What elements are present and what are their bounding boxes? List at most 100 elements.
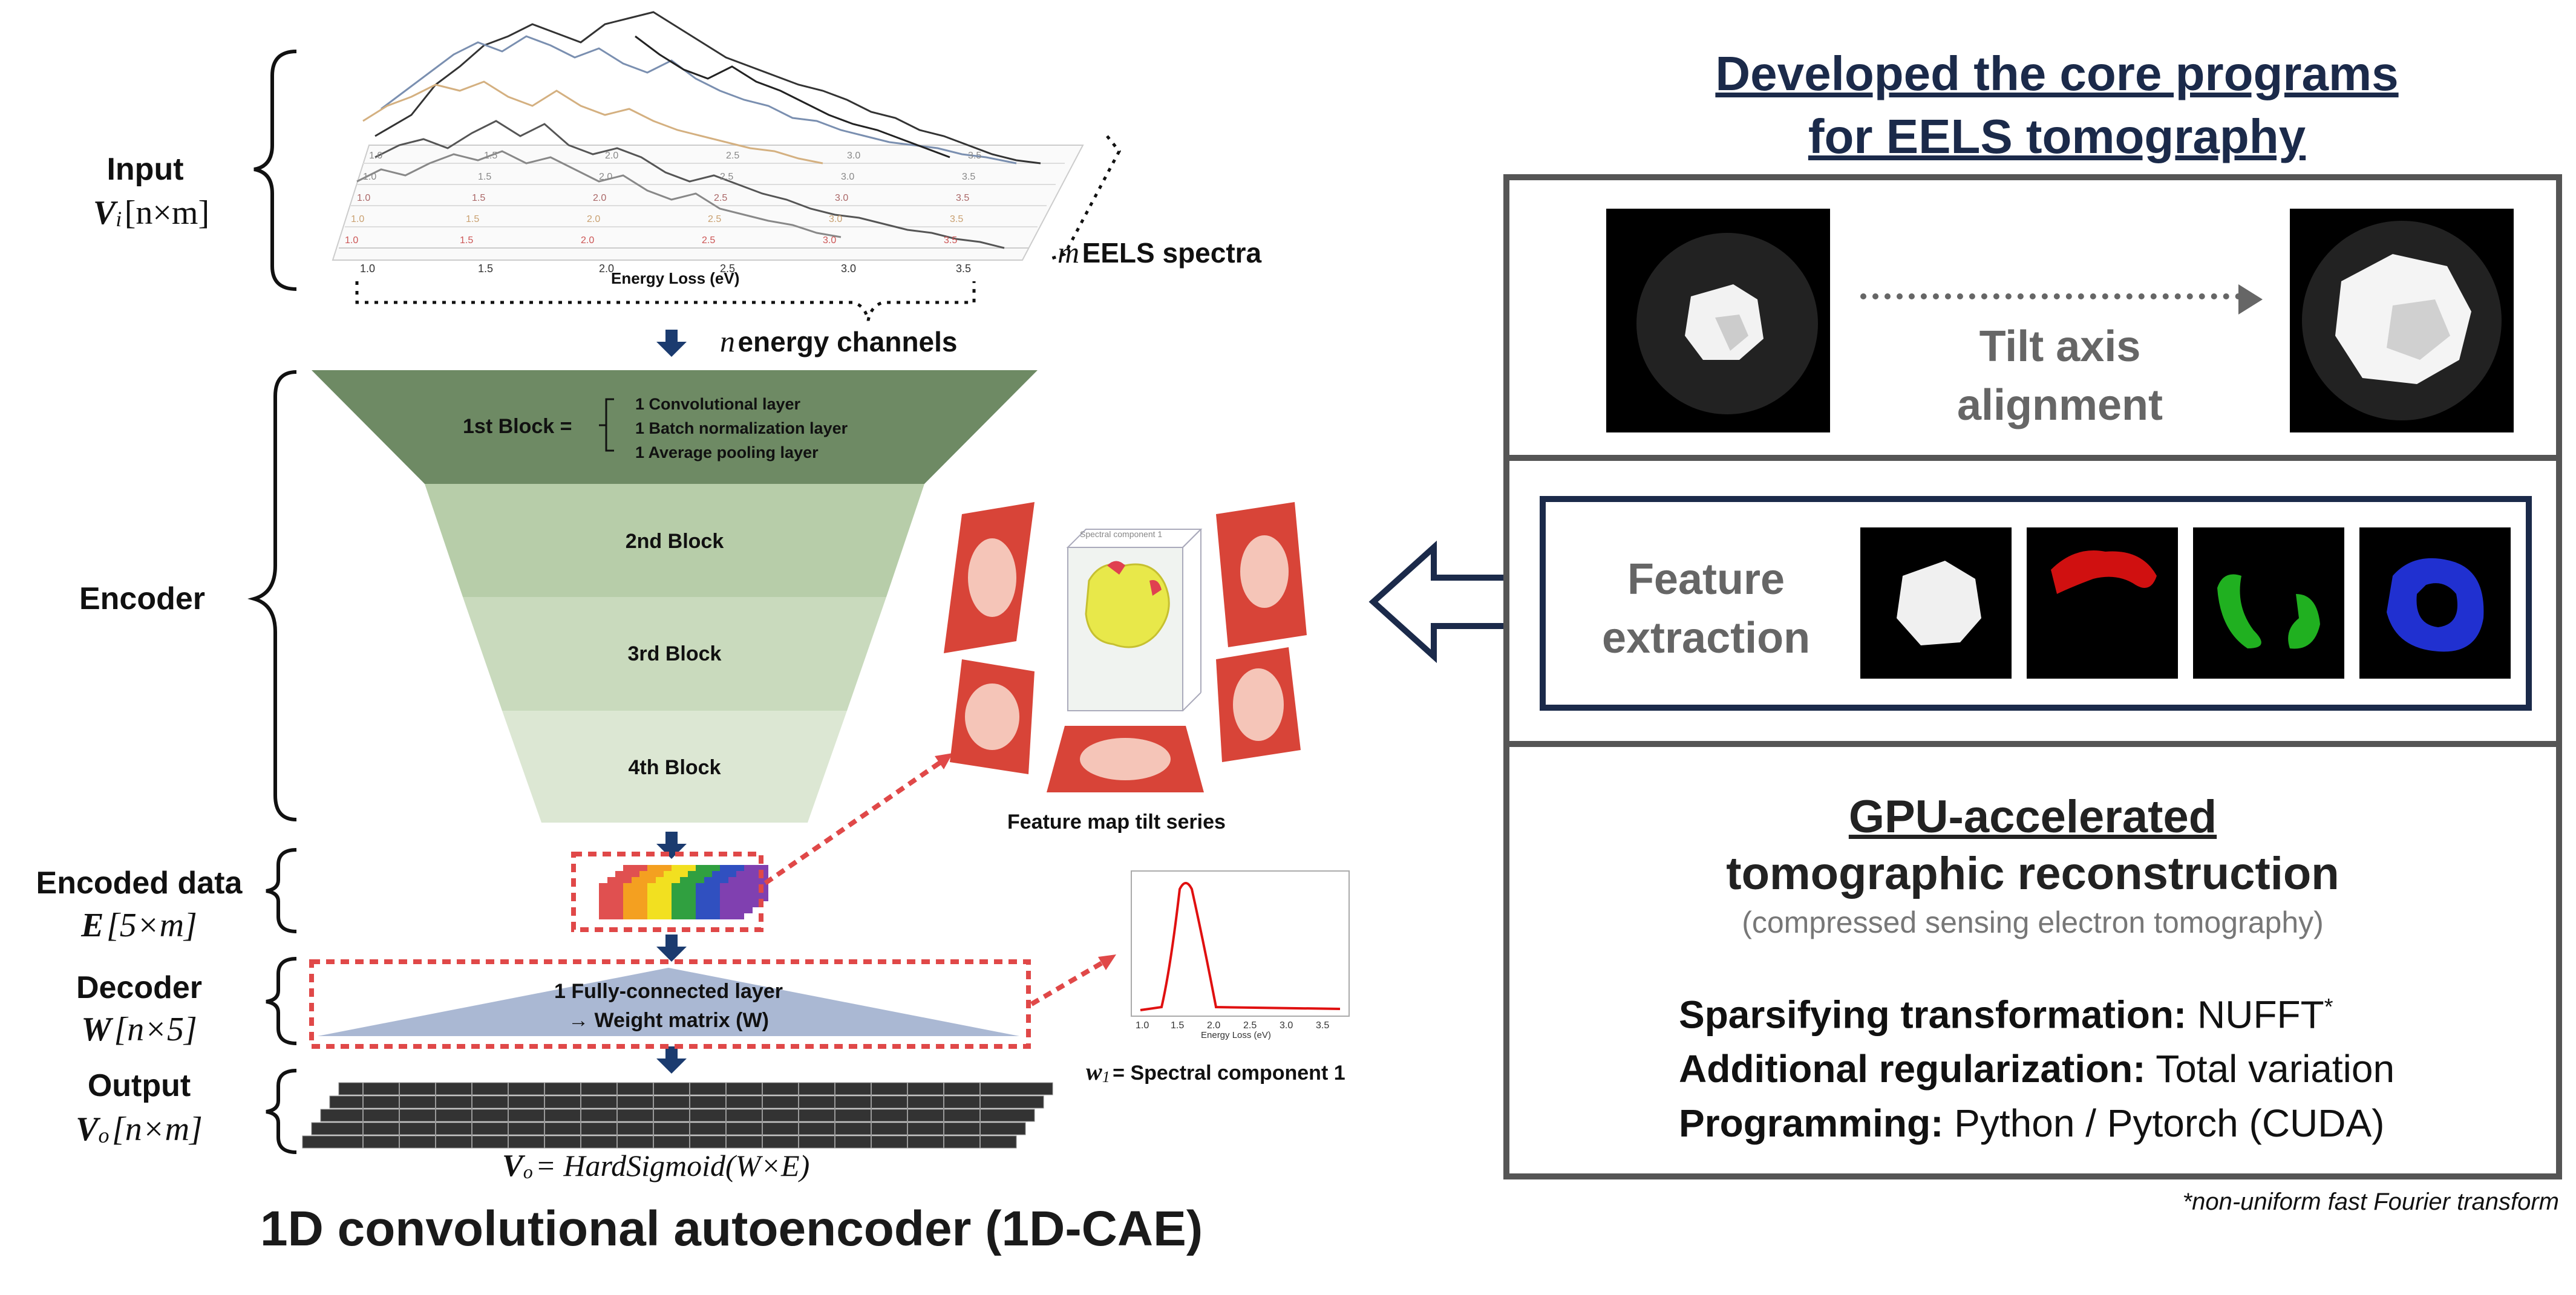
decoder-box-line2: → Weight matrix (W) (568, 1009, 769, 1032)
gpu-title: GPU-accelerated (1848, 791, 2217, 843)
svg-text:1.5: 1.5 (484, 151, 497, 161)
m-spectra-label: m EELS spectra (1058, 235, 1261, 270)
m-var: m (1058, 235, 1080, 269)
spec-key: Programming: (1679, 1101, 1944, 1146)
svg-text:1.5: 1.5 (466, 214, 479, 224)
dotted-arrow-head-1 (935, 753, 953, 769)
feature-gray-svg (1897, 561, 1981, 645)
input-math-dim: [n×m] (124, 194, 210, 232)
alignment-after-image (2290, 209, 2514, 432)
spectral-plot-xlabel: Energy Loss (eV) (1201, 1030, 1271, 1040)
svg-text:2.5: 2.5 (1243, 1020, 1257, 1031)
svg-text:1.0: 1.0 (360, 263, 375, 275)
n-channels-label: n energy channels (720, 324, 958, 359)
svg-text:2.5: 2.5 (720, 263, 735, 275)
encoded-brace (266, 848, 297, 933)
gpu-sub: (compressed sensing electron tomography) (1742, 905, 2324, 939)
svg-text:3.5: 3.5 (956, 193, 969, 203)
decoder-math-var: W (81, 1011, 111, 1048)
svg-text:3.5: 3.5 (962, 172, 975, 182)
svg-text:3.0: 3.0 (1280, 1020, 1293, 1031)
feature-image-red (2027, 527, 2178, 679)
output-dimension: Vo [n×m] (12, 1110, 266, 1149)
output-math-var: V (76, 1111, 99, 1148)
encoded-math-var: E (81, 907, 104, 944)
block3-label: 3rd Block (627, 642, 722, 665)
svg-text:1.0: 1.0 (363, 172, 376, 182)
decoder-box-text: 1 Fully-connected layer → Weight matrix … (493, 977, 844, 1035)
svg-text:3.5: 3.5 (944, 235, 957, 246)
decoder-box-line1: 1 Fully-connected layer (554, 980, 783, 1003)
svg-text:3.0: 3.0 (841, 263, 856, 275)
block1-item: 1 Batch normalization layer (635, 419, 848, 437)
decoder-brace (266, 957, 297, 1045)
spec-key: Sparsifying transformation: (1679, 993, 2187, 1037)
block1-item: 1 Convolutional layer (635, 395, 801, 413)
spec-value: Total variation (2156, 1047, 2395, 1091)
svg-text:1.5: 1.5 (478, 172, 491, 182)
feature-line1: Feature (1627, 555, 1785, 604)
dotted-red-arrows (763, 760, 1106, 1006)
block1-items: 1 Convolutional layer 1 Batch normalizat… (635, 392, 848, 465)
spectra-curves (356, 11, 1041, 249)
output-math-dim: [n×m] (111, 1111, 203, 1148)
gpu-title2: tomographic reconstruction (1726, 848, 2339, 899)
decoder-triangle (318, 968, 1019, 1036)
spectra-tick-rows: 1.0 1.5 2.0 2.5 3.0 3.5 1.0 1.5 2.0 2.5 3.0 3.5 1.… (345, 151, 981, 246)
svg-text:3.0: 3.0 (847, 151, 860, 161)
spec-row-sparsifying: Sparsifying transformation: NUFFT* (1679, 980, 2395, 1042)
encoded-dimension: E [5×m] (12, 906, 266, 945)
alignment-line1: Tilt axis (1979, 322, 2141, 371)
right-heading-line1: Developed the core programs (1715, 47, 2399, 100)
block-4 (502, 711, 847, 823)
panel-divider-2 (1503, 741, 2562, 747)
svg-text:1.5: 1.5 (460, 235, 473, 246)
block4-label: 4th Block (628, 756, 721, 779)
right-heading: Developed the core programs for EELS tom… (1573, 42, 2541, 168)
svg-text:3.5: 3.5 (1316, 1020, 1329, 1031)
svg-text:2.0: 2.0 (605, 151, 618, 161)
feature-red-svg (2051, 550, 2157, 594)
gpu-spec-list: Sparsifying transformation: NUFFT* Addit… (1679, 980, 2395, 1150)
svg-text:2.0: 2.0 (599, 172, 612, 182)
dotted-arrow-head-2 (1098, 954, 1116, 970)
block2-label: 2nd Block (625, 530, 724, 553)
spec-sup: * (2324, 994, 2333, 1020)
feature-text: Feature extraction (1567, 550, 1845, 668)
svg-text:2.5: 2.5 (708, 214, 721, 224)
encoded-math-dim: [5×m] (106, 907, 197, 944)
alignment-before-svg (1636, 233, 1818, 414)
output-brace (266, 1069, 297, 1154)
svg-text:1.5: 1.5 (1171, 1020, 1184, 1031)
svg-text:3.5: 3.5 (968, 151, 981, 161)
svg-text:2.0: 2.0 (581, 235, 594, 246)
svg-text:1.0: 1.0 (357, 193, 370, 203)
svg-text:3.0: 3.0 (835, 193, 848, 203)
block-3 (463, 597, 886, 711)
svg-text:2.5: 2.5 (726, 151, 739, 161)
output-formula: Vo = HardSigmoid(W×E) (502, 1148, 809, 1184)
svg-text:3.5: 3.5 (950, 214, 963, 224)
encoder-label: Encoder (79, 581, 206, 616)
spectral-caption-text: = Spectral component 1 (1113, 1062, 1345, 1085)
flow-arrows (656, 330, 687, 1074)
feature-map-inner-label: Spectral component 1 (1080, 529, 1163, 539)
output-math-sub: o (98, 1123, 110, 1148)
feature-line2: extraction (1601, 614, 1811, 663)
input-label: Input (106, 152, 184, 187)
feature-map-label: Feature map tilt series (1007, 811, 1226, 833)
feature-blue-svg (2387, 558, 2484, 652)
encoded-dotted-box (571, 852, 763, 932)
decoder-dotted-box (309, 959, 1031, 1049)
spec-row-programming: Programming: Python / Pytorch (CUDA) (1679, 1096, 2395, 1150)
alignment-dotted-arrow (1860, 293, 2254, 305)
output-label: Output (87, 1068, 191, 1103)
svg-text:2.0: 2.0 (599, 263, 614, 275)
input-math-var: V (93, 194, 116, 232)
svg-text:2.0: 2.0 (593, 193, 606, 203)
feature-green-svg (2217, 574, 2320, 649)
svg-text:3.0: 3.0 (823, 235, 836, 246)
decoder-dimension: W [n×5] (12, 1010, 266, 1049)
